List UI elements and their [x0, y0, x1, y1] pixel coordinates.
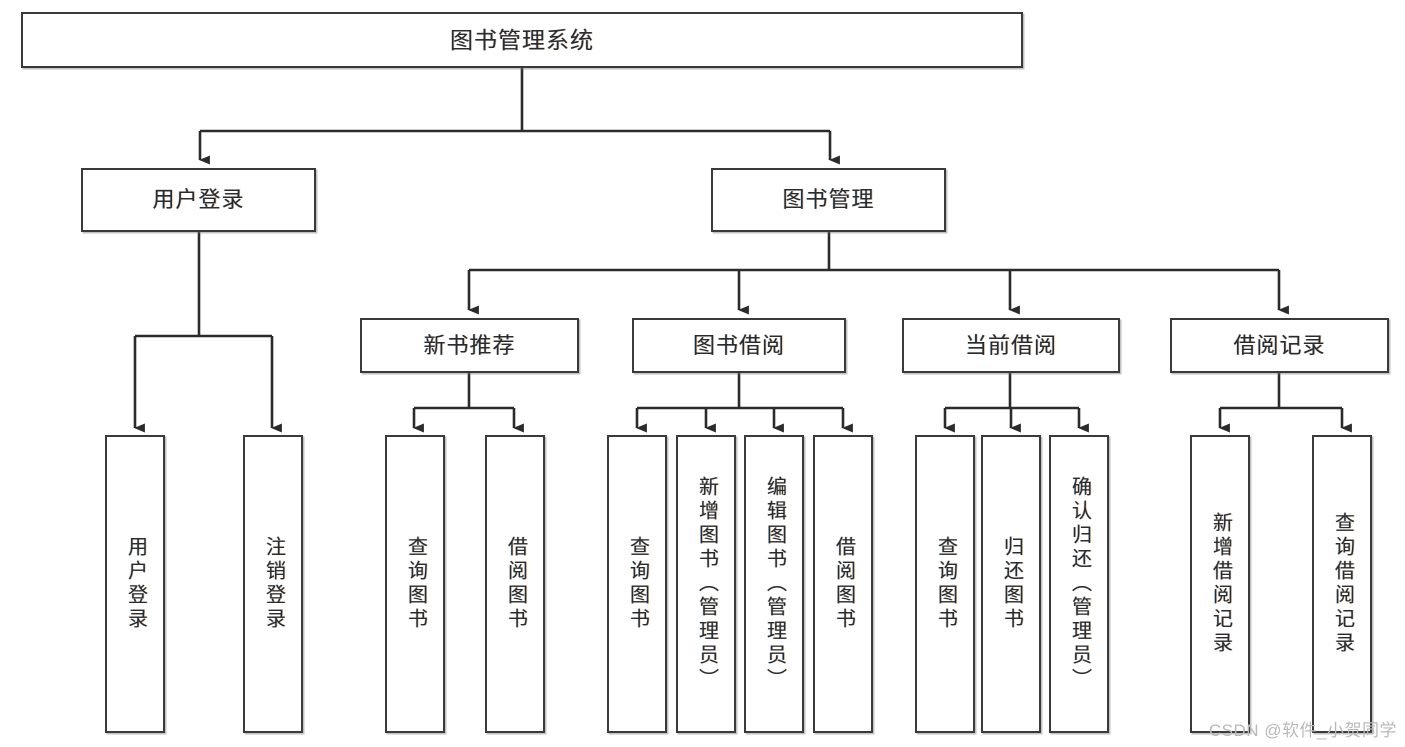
leaf-borrow-borrow-book[interactable]: 借阅图书: [813, 435, 873, 733]
node-label: 新增图书（管理员）: [695, 476, 718, 692]
node-label: 图书管理系统: [450, 26, 594, 53]
node-book-management[interactable]: 图书管理: [711, 168, 946, 232]
node-current-borrow[interactable]: 当前借阅: [902, 318, 1120, 373]
node-label: 查询图书: [934, 536, 957, 632]
node-label: 查询图书: [626, 536, 649, 632]
node-user-login[interactable]: 用户登录: [81, 168, 316, 232]
leaf-current-return-book[interactable]: 归还图书: [981, 435, 1041, 733]
node-label: 归还图书: [1000, 536, 1023, 632]
node-borrow-record[interactable]: 借阅记录: [1170, 318, 1389, 373]
node-new-book-recommend[interactable]: 新书推荐: [360, 318, 579, 373]
node-label: 确认归还（管理员）: [1068, 476, 1091, 692]
leaf-current-query-book[interactable]: 查询图书: [915, 435, 975, 733]
node-label: 当前借阅: [964, 332, 1057, 358]
node-label: 查询借阅记录: [1331, 512, 1354, 656]
watermark-text: CSDN @软件_小贺同学: [1208, 721, 1397, 740]
leaf-borrow-edit-book[interactable]: 编辑图书（管理员）: [744, 435, 804, 733]
node-label: 新增借阅记录: [1209, 512, 1232, 656]
leaf-recommend-query-book[interactable]: 查询图书: [385, 435, 445, 733]
node-label: 借阅图书: [832, 536, 855, 632]
node-label: 借阅记录: [1233, 332, 1326, 358]
node-book-borrow[interactable]: 图书借阅: [632, 318, 846, 373]
node-label: 查询图书: [404, 536, 427, 632]
node-label: 编辑图书（管理员）: [763, 476, 786, 692]
node-label: 用户登录: [152, 187, 245, 213]
node-label: 图书借阅: [692, 332, 785, 358]
leaf-user-login-logout[interactable]: 注销登录: [243, 435, 303, 733]
leaf-current-confirm-return[interactable]: 确认归还（管理员）: [1049, 435, 1109, 733]
node-label: 借阅图书: [504, 536, 527, 632]
leaf-user-login-login[interactable]: 用户登录: [105, 435, 165, 733]
leaf-borrow-add-book[interactable]: 新增图书（管理员）: [676, 435, 736, 733]
node-root-system[interactable]: 图书管理系统: [21, 12, 1023, 68]
node-label: 图书管理: [782, 187, 875, 213]
leaf-record-query-record[interactable]: 查询借阅记录: [1312, 435, 1372, 733]
leaf-borrow-query-book[interactable]: 查询图书: [607, 435, 667, 733]
leaf-record-add-record[interactable]: 新增借阅记录: [1190, 435, 1250, 733]
node-label: 新书推荐: [423, 332, 516, 358]
node-label: 用户登录: [124, 536, 147, 632]
leaf-recommend-borrow-book[interactable]: 借阅图书: [485, 435, 545, 733]
node-label: 注销登录: [262, 536, 285, 632]
